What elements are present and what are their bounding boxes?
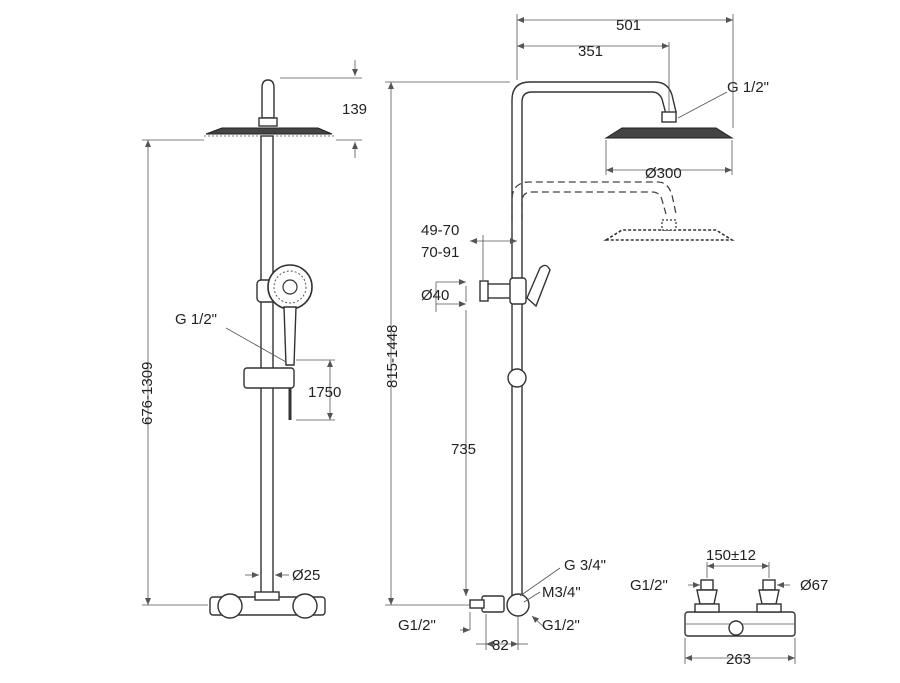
side-dim-head: Ø300 <box>645 165 682 182</box>
valve-right-connector <box>756 579 782 613</box>
front-hand-shower-handle <box>283 306 297 366</box>
side-lower-arm <box>511 181 677 220</box>
side-label-g34: G 3/4" <box>564 557 606 574</box>
side-label-g12-right: G1/2" <box>542 617 580 634</box>
valve-dim-cover: Ø67 <box>800 577 828 594</box>
side-dim-lower: 735 <box>451 441 476 458</box>
front-dim-height: 676-1309 <box>139 362 156 425</box>
valve-detail: 150±12 G1/2" Ø67 263 <box>630 547 828 668</box>
front-dim-tube: Ø25 <box>292 567 320 584</box>
side-view: 501 351 G 1/2" Ø300 49-70 70-91 Ø40 815-… <box>384 14 769 654</box>
front-riser-pipe <box>260 135 274 597</box>
side-lower-head <box>603 229 735 241</box>
side-label-m34: M3/4" <box>542 584 581 601</box>
side-hand-shower <box>526 264 551 308</box>
valve-dim-centres: 150±12 <box>706 547 756 564</box>
front-head-connector <box>258 117 278 127</box>
side-shower-head <box>604 127 734 139</box>
valve-label-g12: G1/2" <box>630 577 668 594</box>
side-dim-arm-inner: 351 <box>578 43 603 60</box>
side-dim-height: 815-1448 <box>384 325 401 388</box>
side-riser-pipe <box>511 81 677 601</box>
front-dim-holder: 1750 <box>308 384 341 401</box>
front-hand-shower-head <box>267 264 313 310</box>
side-label-head-thread: G 1/2" <box>727 79 769 96</box>
side-wall-bracket <box>484 283 514 299</box>
front-top-pipe <box>261 79 275 119</box>
side-valve <box>469 593 530 617</box>
side-dim-wall-1: 49-70 <box>421 222 459 239</box>
front-dim-top: 139 <box>342 101 367 118</box>
valve-dim-width: 263 <box>726 651 751 668</box>
side-dim-offset: 82 <box>492 637 509 654</box>
side-dim-wall-2: 70-91 <box>421 244 459 261</box>
side-slider-knob <box>507 368 527 388</box>
valve-left-connector <box>694 579 720 613</box>
front-shower-head <box>205 127 333 135</box>
front-valve <box>209 591 326 619</box>
front-view: 139 676-1309 1750 G 1/2" Ø25 <box>139 60 367 619</box>
front-label-thread: G 1/2" <box>175 311 217 328</box>
side-label-g12-left: G1/2" <box>398 617 436 634</box>
side-dim-arm-outer: 501 <box>616 17 641 34</box>
side-dim-bracket: Ø40 <box>421 287 449 304</box>
valve-centre-knob <box>728 620 744 636</box>
front-holder-bracket <box>243 367 295 389</box>
